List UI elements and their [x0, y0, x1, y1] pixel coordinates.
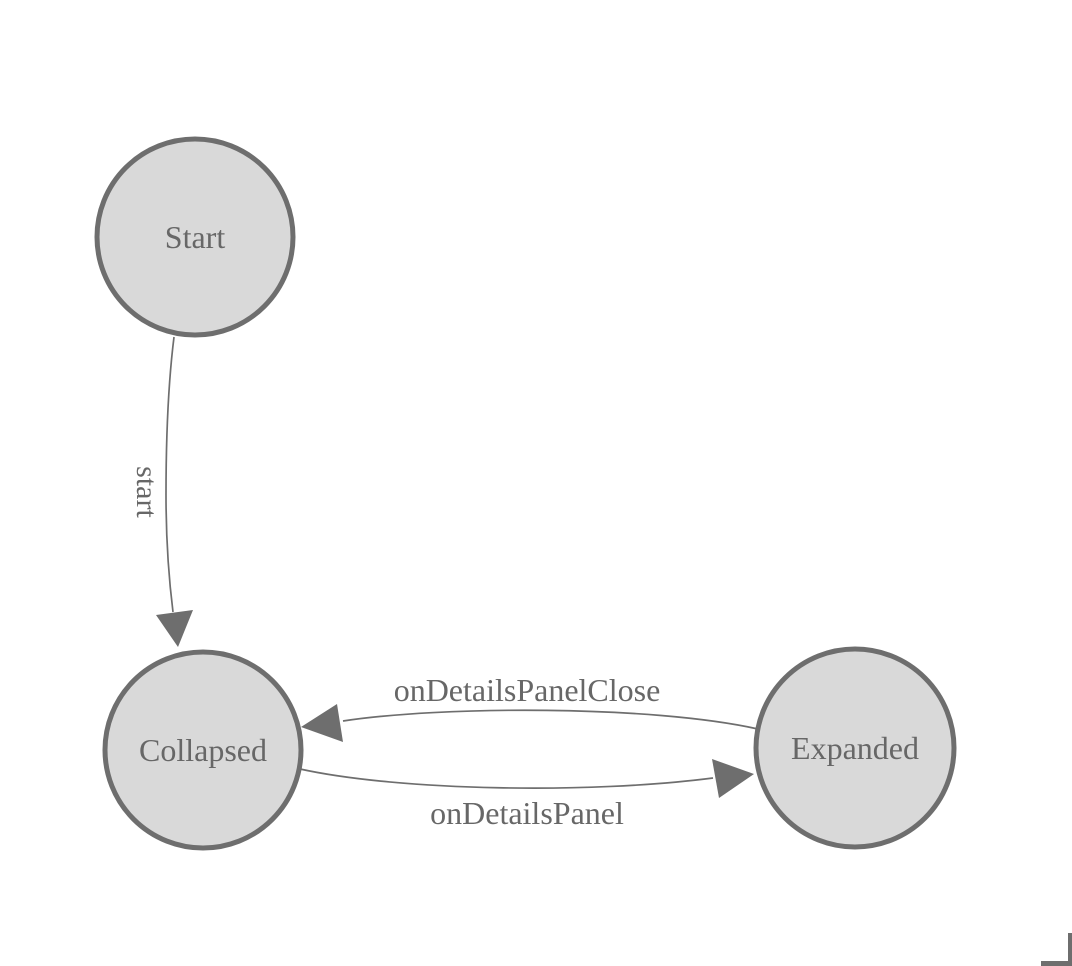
canvas-corner-bracket-icon	[1041, 933, 1072, 966]
state-node-start[interactable]: Start	[94, 136, 296, 338]
state-circle-collapsed[interactable]	[102, 649, 304, 851]
state-circle-expanded[interactable]	[753, 646, 957, 850]
edge-start-to-collapsed: start	[130, 336, 193, 647]
state-node-expanded[interactable]: Expanded	[753, 646, 957, 850]
state-circle-start[interactable]	[94, 136, 296, 338]
edge-collapsed-to-expanded-path	[299, 768, 714, 789]
state-label-start: Start	[165, 219, 226, 255]
edge-start-to-collapsed-path	[165, 336, 175, 613]
edge-collapsed-to-expanded: onDetailsPanel	[299, 759, 754, 831]
state-node-collapsed[interactable]: Collapsed	[102, 649, 304, 851]
arrowhead-into-expanded-left	[712, 759, 754, 798]
edge-expanded-to-collapsed-path	[342, 709, 759, 730]
state-label-expanded: Expanded	[791, 730, 919, 766]
edge-label-ondetailspanel: onDetailsPanel	[430, 795, 624, 831]
state-label-collapsed: Collapsed	[139, 732, 267, 768]
edge-expanded-to-collapsed: onDetailsPanelClose	[301, 672, 759, 742]
corner-bracket-horizontal-bar	[1041, 961, 1072, 966]
arrowhead-into-collapsed-right	[301, 704, 343, 742]
arrowhead-into-collapsed-top	[156, 610, 193, 647]
corner-bracket-vertical-bar	[1068, 933, 1072, 966]
edge-label-start: start	[130, 466, 163, 518]
edge-label-ondetailspanelclose: onDetailsPanelClose	[394, 672, 661, 708]
